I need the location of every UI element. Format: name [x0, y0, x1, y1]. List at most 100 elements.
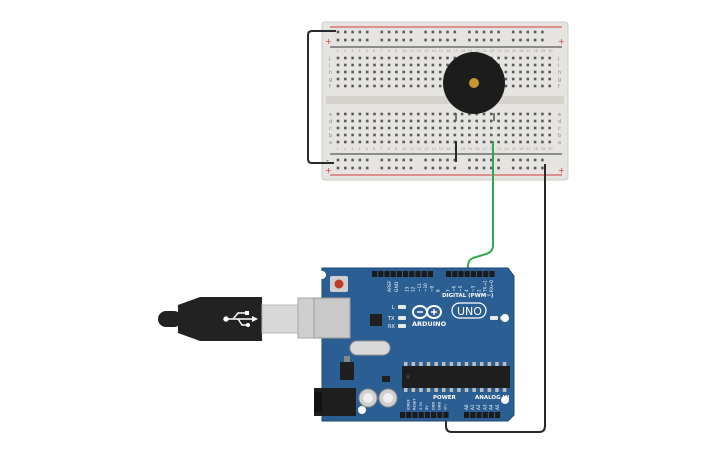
rail-hole: [424, 30, 427, 34]
breadboard-hole: [358, 119, 362, 123]
rail-hole: [395, 166, 398, 170]
breadboard-hole: [431, 140, 435, 144]
breadboard-hole: [358, 70, 362, 74]
header-pin[interactable]: [476, 412, 482, 418]
rail-hole: [438, 30, 442, 34]
breadboard-hole: [438, 63, 442, 67]
header-pin[interactable]: [483, 271, 489, 277]
breadboard-hole: [541, 119, 544, 123]
wires[interactable]: [307, 30, 546, 433]
rail-hole: [387, 166, 391, 170]
breadboard-hole: [424, 63, 427, 67]
breadboard-hole: [365, 119, 369, 123]
chip-pin: [449, 388, 454, 392]
breadboard-hole: [490, 119, 493, 123]
header-pin[interactable]: [396, 271, 402, 277]
header-pin[interactable]: [384, 271, 390, 277]
breadboard-hole: [380, 133, 384, 137]
breadboard-hole: [395, 126, 398, 130]
atmega-chip: [402, 362, 510, 392]
rail-hole: [380, 166, 384, 170]
rail-hole: [336, 30, 340, 34]
row-letter: i: [329, 63, 330, 69]
rail-hole: [438, 38, 442, 42]
header-pin[interactable]: [489, 271, 495, 277]
breadboard-hole: [336, 112, 340, 116]
analog-pin-header[interactable]: [464, 412, 501, 418]
header-pin[interactable]: [378, 271, 384, 277]
column-number: 2: [344, 49, 346, 53]
header-pin[interactable]: [488, 412, 494, 418]
breadboard-hole: [358, 56, 362, 60]
rail-hole: [402, 38, 405, 42]
rail-hole: [533, 30, 537, 34]
header-pin[interactable]: [409, 271, 415, 277]
breadboard-hole: [541, 77, 544, 81]
breadboard-hole: [504, 119, 508, 123]
breadboard-hole: [526, 70, 530, 74]
breadboard-hole: [431, 63, 435, 67]
capacitor-top: [363, 393, 373, 403]
header-pin[interactable]: [452, 271, 458, 277]
column-number: 10: [402, 49, 406, 53]
header-pin[interactable]: [446, 271, 452, 277]
header-pin[interactable]: [415, 271, 421, 277]
chip-pin: [442, 388, 446, 392]
header-pin[interactable]: [477, 271, 483, 277]
header-pin[interactable]: [412, 412, 418, 418]
breadboard-center-channel: [326, 96, 564, 104]
breadboard-hole: [365, 140, 369, 144]
header-pin[interactable]: [427, 271, 433, 277]
breadboard-hole: [504, 140, 508, 144]
header-pin[interactable]: [470, 412, 476, 418]
header-pin[interactable]: [421, 271, 427, 277]
piezo-buzzer[interactable]: [443, 52, 505, 121]
header-pin[interactable]: [464, 271, 470, 277]
header-pin[interactable]: [495, 412, 501, 418]
header-pin[interactable]: [406, 412, 412, 418]
header-pin[interactable]: [403, 271, 409, 277]
breadboard-hole: [409, 126, 413, 130]
header-pin[interactable]: [458, 271, 464, 277]
breadboard-hole: [504, 112, 508, 116]
header-pin[interactable]: [443, 412, 449, 418]
rail-hole: [380, 38, 384, 42]
digital-pin-header[interactable]: [372, 271, 495, 277]
rail-hole: [365, 158, 369, 162]
breadboard-hole: [526, 63, 530, 67]
header-pin[interactable]: [470, 271, 476, 277]
signal-wire[interactable]: [467, 141, 494, 274]
header-pin[interactable]: [424, 412, 430, 418]
analog-in-label: ANALOG IN: [475, 395, 510, 401]
header-pin[interactable]: [418, 412, 424, 418]
digital-pin-label: 2: [477, 289, 482, 292]
column-number: 20: [475, 49, 479, 53]
power-pin-header[interactable]: [400, 412, 449, 418]
chip-pin: [404, 388, 408, 392]
rail-plus-symbol: +: [325, 37, 332, 46]
chip-pin: [480, 362, 484, 366]
column-number: 29: [541, 147, 545, 151]
header-pin[interactable]: [437, 412, 443, 418]
header-pin[interactable]: [464, 412, 470, 418]
header-pin[interactable]: [482, 412, 488, 418]
voltage-regulator-tab: [344, 356, 350, 362]
breadboard-hole: [402, 70, 405, 74]
breadboard-hole: [344, 119, 347, 123]
header-pin[interactable]: [390, 271, 396, 277]
header-pin[interactable]: [372, 271, 378, 277]
breadboard-hole: [446, 140, 449, 144]
ground-wire[interactable]: [445, 164, 546, 433]
header-pin[interactable]: [400, 412, 406, 418]
rail-hole: [526, 30, 530, 34]
breadboard-hole: [358, 140, 362, 144]
breadboard-hole: [453, 112, 457, 116]
rail-hole: [533, 166, 537, 170]
ground-rail-jumper-wire[interactable]: [307, 30, 336, 164]
breadboard-hole: [446, 119, 449, 123]
header-pin[interactable]: [431, 412, 437, 418]
breadboard-hole: [365, 133, 369, 137]
rail-hole: [387, 38, 391, 42]
